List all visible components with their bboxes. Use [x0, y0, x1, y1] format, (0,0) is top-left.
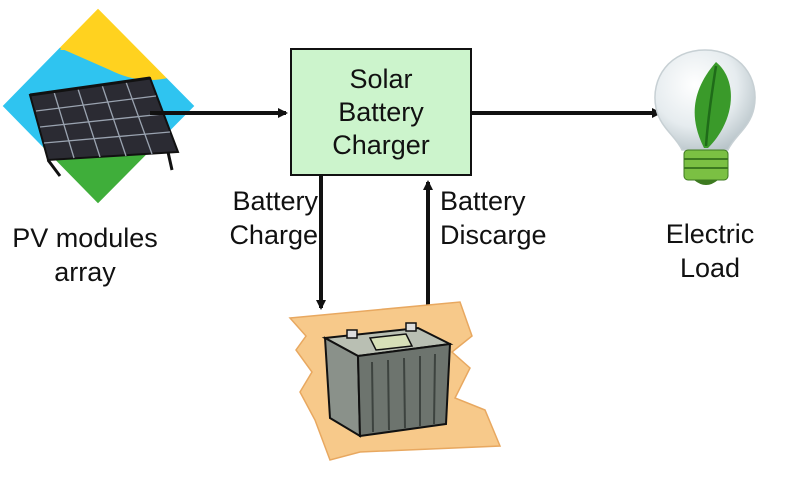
- battery-charge-line1: Battery: [232, 186, 318, 216]
- battery-charge-label: Battery Charge: [200, 184, 318, 252]
- lightbulb-icon: [654, 49, 756, 185]
- battery-discharge-line1: Battery: [440, 186, 526, 216]
- charger-label-line1: Solar: [349, 63, 413, 94]
- charger-label-line2: Battery: [338, 96, 424, 127]
- battery-icon: [288, 301, 502, 461]
- load-label-line1: Electric: [665, 219, 755, 249]
- pv-label-line2: array: [54, 257, 116, 287]
- pv-label-line1: PV modules: [12, 223, 158, 253]
- solar-battery-charger-box: Solar Battery Charger: [290, 48, 472, 176]
- load-label-line2: Load: [679, 253, 741, 283]
- charger-label-line3: Charger: [332, 129, 430, 160]
- pv-array-label: PV modules array: [0, 221, 170, 289]
- battery-discharge-label: Battery Discarge: [440, 184, 570, 252]
- electric-load-label: Electric Load: [640, 217, 780, 285]
- battery-discharge-line2: Discarge: [440, 220, 547, 250]
- pv-array-icon: [1, 7, 196, 205]
- battery-charge-line2: Charge: [229, 220, 318, 250]
